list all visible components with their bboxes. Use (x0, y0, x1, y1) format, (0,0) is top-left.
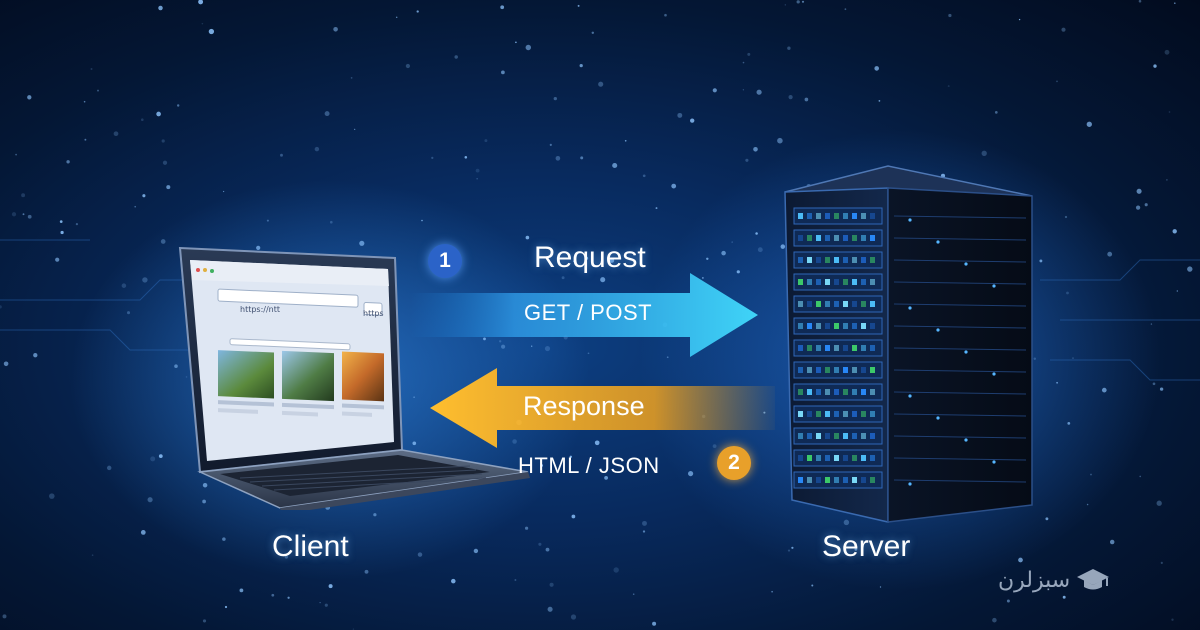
brand-logo-text: سبزلرن (998, 567, 1071, 593)
server-illustration (784, 165, 1033, 523)
laptop-illustration (178, 246, 530, 510)
address-bar[interactable] (217, 288, 359, 308)
request-arrow (410, 273, 758, 357)
brand-logo: سبزلرن (998, 566, 1110, 594)
server-label: Server (822, 530, 911, 563)
graduation-cap-icon (1077, 569, 1110, 590)
search-text: https (363, 309, 384, 318)
request-title: Request (534, 241, 646, 274)
address-bar-text: https://ntt (240, 305, 281, 314)
step-2-badge: 2 (717, 446, 751, 480)
response-arrow (430, 368, 775, 448)
response-formats: HTML / JSON (518, 453, 660, 478)
response-title: Response (523, 391, 645, 421)
step-1-badge: 1 (428, 244, 462, 278)
client-label: Client (272, 530, 349, 563)
request-methods: GET / POST (524, 300, 653, 325)
